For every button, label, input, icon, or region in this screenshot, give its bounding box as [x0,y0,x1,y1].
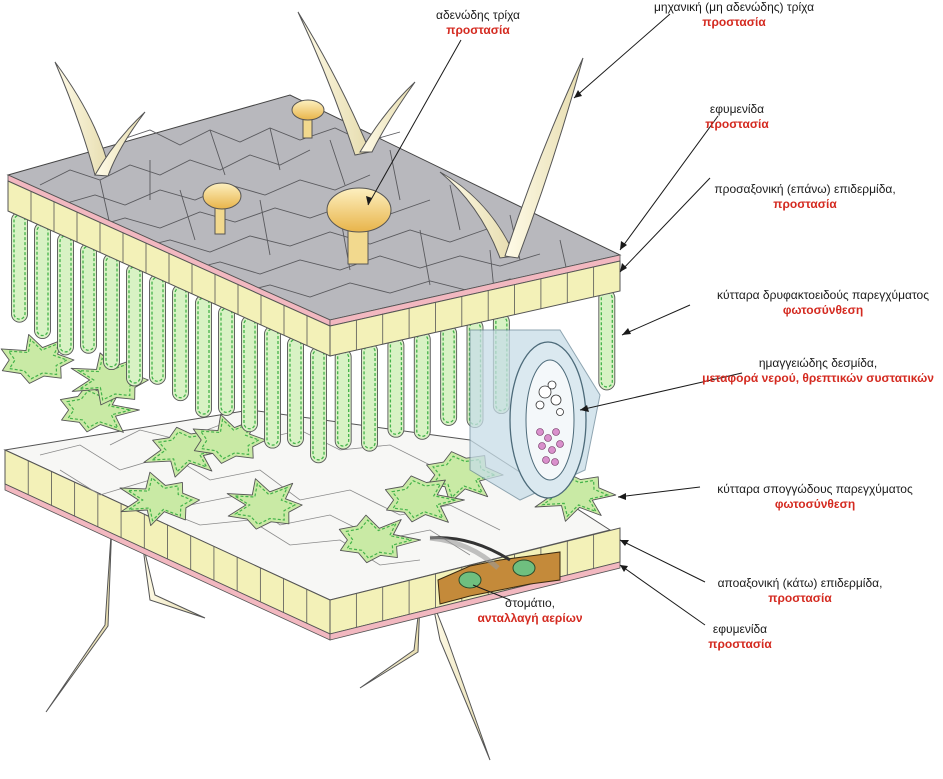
label-palisade: κύτταρα δρυφακτοειδούς παρεγχύματος φωτο… [717,288,929,318]
label-upper-epidermis-function: προστασία [773,197,837,211]
vascular-bundle [469,329,601,501]
label-mechanical-hair-title: μηχανική (μη αδενώδης) τρίχα [653,0,815,14]
label-glandular-hair-function: προστασία [446,23,510,37]
label-upper-epidermis-title: προσαξονική (επάνω) επιδερμίδα, [714,182,896,196]
upper-layer [6,94,622,357]
palisade-cell [126,263,143,387]
spongy-cell [226,478,303,530]
label-mechanical-hair: μηχανική (μη αδενώδης) τρίχα προστασία [654,0,814,30]
palisade-cell [361,342,378,452]
upper-mechanical-hairs [54,11,584,259]
label-mechanical-hair-function: προστασία [702,15,766,29]
label-spongy-title: κύτταρα σπογγώδους παρεγχύματος [717,482,913,496]
label-lower-epidermis-title: αποαξονική (κάτω) επιδερμίδα, [717,576,883,590]
palisade-cell [172,284,189,402]
palisade-cell [334,348,352,450]
palisade-cell [310,346,327,464]
glandular-hairs [202,99,392,265]
palisade-cell [57,232,74,356]
label-upper-epidermis: προσαξονική (επάνω) επιδερμίδα, προστασί… [714,182,895,212]
label-vascular-bundle: ημαγγειώδης δεσμίδα, μεταφορά νερού, θρε… [702,356,934,386]
label-glandular-hair-title: αδενώδης τρίχα [436,8,520,22]
spongy-cell [119,471,201,527]
label-lower-epidermis: αποαξονική (κάτω) επιδερμίδα, προστασία [718,576,883,606]
palisade-cell [11,211,28,323]
label-cuticle-top: εφυμενίδα προστασία [705,102,768,132]
palisade-cell [195,294,212,418]
label-palisade-function: φωτοσύνθεση [782,303,864,317]
label-glandular-hair: αδενώδης τρίχα προστασία [436,8,520,38]
label-vascular-bundle-title: ημαγγειώδης δεσμίδα, [758,356,878,370]
label-palisade-title: κύτταρα δρυφακτοειδούς παρεγχύματος [717,288,929,302]
upper-epidermis-side [329,260,621,357]
label-cuticle-bottom-title: εφυμενίδα [712,622,768,636]
leader-lines [367,13,743,626]
palisade-cell [218,304,235,416]
palisade-cell [103,253,120,371]
stoma [429,535,561,605]
label-vascular-bundle-function: μεταφορά νερού, θρεπτικών συστατικών [702,371,934,385]
palisade-cell [598,289,616,391]
label-lower-epidermis-function: προστασία [768,591,832,605]
palisade-cell [34,222,51,339]
label-cuticle-top-title: εφυμενίδα [709,102,765,116]
palisade-cell [287,336,304,447]
spongy-cell [338,514,422,564]
lower-mechanical-hairs [45,519,491,761]
label-stoma-function: ανταλλαγή αερίων [477,611,583,625]
label-stoma-title: στομάτιο, [505,596,555,610]
label-cuticle-top-function: προστασία [705,117,769,131]
palisade-cell [387,336,405,438]
palisade-cell [241,315,258,433]
label-stoma: στομάτιο, ανταλλαγή αερίων [477,596,582,626]
palisade-cell [264,325,281,449]
palisade-cell [80,242,97,354]
palisade-cell [413,330,431,440]
spongy-cell [384,475,465,523]
palisade-cell [440,324,458,426]
label-spongy: κύτταρα σπογγώδους παρεγχύματος φωτοσύνθ… [717,482,912,512]
label-cuticle-bottom: εφυμενίδα προστασία [708,622,771,652]
label-cuticle-bottom-function: προστασία [708,637,772,651]
label-spongy-function: φωτοσύνθεση [774,497,856,511]
palisade-cell [149,273,166,385]
